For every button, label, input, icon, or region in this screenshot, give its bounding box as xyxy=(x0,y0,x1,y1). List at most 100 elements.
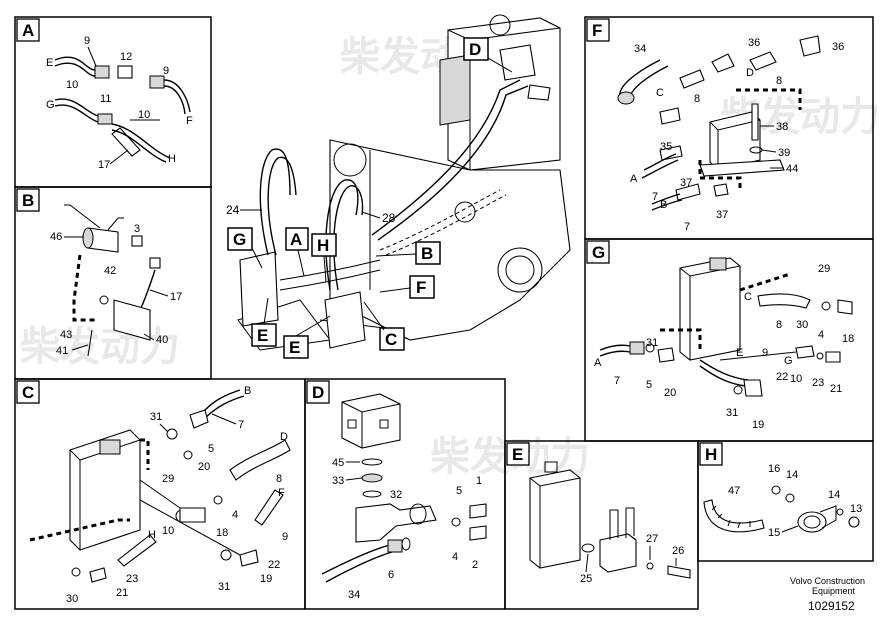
callout-label: 19 xyxy=(260,573,272,585)
document-number: 1029152 xyxy=(808,599,855,613)
callout-label: 34 xyxy=(348,589,360,601)
callout-label: 19 xyxy=(752,419,764,431)
callout-label: 9 xyxy=(762,347,768,359)
callout-label: D xyxy=(469,40,481,59)
callout-label: 4 xyxy=(818,329,824,341)
callout-label: 14 xyxy=(786,469,798,481)
callout-label: H xyxy=(168,153,176,165)
panel-g: G 29 8 30 4 18 31 7 5 20 9 22 10 xyxy=(584,238,874,442)
callout-label: 21 xyxy=(116,587,128,599)
callout-label: 41 xyxy=(56,345,68,357)
panel-g-label: G xyxy=(592,243,605,262)
callout-label: 8 xyxy=(694,93,700,105)
panel-d-label: D xyxy=(312,383,324,402)
callout-label: 29 xyxy=(162,473,174,485)
main-view-labels: D G A H B F E xyxy=(227,37,513,359)
callout-label: A xyxy=(594,357,602,369)
callout-label: D xyxy=(280,431,288,443)
callout-label: G xyxy=(233,230,246,249)
callout-label: 47 xyxy=(728,485,740,497)
panel-b: B 46 3 42 17 40 43 41 xyxy=(14,186,212,380)
callout-label: 31 xyxy=(646,337,658,349)
callout-label: 37 xyxy=(716,209,728,221)
callout-label: 44 xyxy=(786,163,798,175)
footer-brand-1: Volvo Construction xyxy=(790,576,865,586)
callout-label: 33 xyxy=(332,475,344,487)
view-label-d: D xyxy=(463,37,513,73)
callout-label: 20 xyxy=(664,387,676,399)
panel-a-label: A xyxy=(22,21,34,40)
callout-label: G xyxy=(46,99,55,111)
callout-label: 12 xyxy=(120,51,132,63)
callout-label: C xyxy=(656,87,664,99)
panel-a: A 9 12 9 10 11 10 17 E G F H xyxy=(14,16,212,188)
callout-label: 柴发动力 xyxy=(20,325,180,369)
callout-label: 42 xyxy=(104,265,116,277)
callout-label: B xyxy=(421,244,433,263)
callout-label: F xyxy=(186,115,193,127)
panel-c: C 31 7 5 20 29 8 4 18 9 xyxy=(14,378,306,610)
callout-label: 8 xyxy=(776,319,782,331)
view-label-e-2: E xyxy=(283,315,331,359)
panel-d: D 45 33 32 5 1 4 2 6 34 xyxy=(304,378,506,610)
callout-label: 7 xyxy=(652,191,658,203)
view-label-b: B xyxy=(375,241,441,265)
callout-label: 6 xyxy=(388,569,394,581)
callout-label: 18 xyxy=(842,333,854,345)
callout-label: 32 xyxy=(390,489,402,501)
callout-label: D xyxy=(746,67,754,79)
callout-label: 30 xyxy=(66,593,78,605)
callout-label: 35 xyxy=(660,141,672,153)
callout-label: 8 xyxy=(276,473,282,485)
callout-label: 9 xyxy=(163,65,169,77)
callout-label: 7 xyxy=(238,419,244,431)
callout-label: 4 xyxy=(452,551,458,563)
callout-label: 31 xyxy=(726,407,738,419)
callout-label: 18 xyxy=(216,527,228,539)
callout-label: 22 xyxy=(268,559,280,571)
callout-label: 23 xyxy=(126,573,138,585)
callout-label: 7 xyxy=(684,221,690,233)
callout-label: 26 xyxy=(672,545,684,557)
callout-label: 23 xyxy=(812,377,824,389)
callout-label: 17 xyxy=(98,159,110,171)
callout-24: 24 xyxy=(226,203,240,217)
callout-label: 29 xyxy=(818,263,830,275)
view-label-h: H xyxy=(311,233,337,283)
callout-label: 3 xyxy=(134,223,140,235)
panel-b-label: B xyxy=(22,191,34,210)
callout-label: 34 xyxy=(634,43,646,55)
panel-c-label: C xyxy=(22,383,34,402)
callout-label: 10 xyxy=(66,79,78,91)
panel-f: F 34 36 36 8 8 35 38 39 37 37 xyxy=(584,16,874,240)
callout-label: A xyxy=(290,230,302,249)
callout-28: 28 xyxy=(382,211,396,225)
callout-label: 5 xyxy=(646,379,652,391)
panel-h-label: H xyxy=(705,445,717,464)
callout-label: 25 xyxy=(580,573,592,585)
footer: Volvo Construction Equipment 1029152 xyxy=(790,576,865,613)
callout-label: E xyxy=(736,347,743,359)
callout-label: 30 xyxy=(796,319,808,331)
callout-label: 9 xyxy=(282,531,288,543)
callout-label: 31 xyxy=(218,581,230,593)
callout-label: 36 xyxy=(832,41,844,53)
view-label-f: F xyxy=(379,275,435,299)
footer-brand-2: Equipment xyxy=(812,586,856,596)
callout-label: 45 xyxy=(332,457,344,469)
callout-label: E xyxy=(289,338,300,357)
callout-label: 10 xyxy=(138,109,150,121)
callout-label: 14 xyxy=(828,489,840,501)
callout-label: 13 xyxy=(850,503,862,515)
callout-label: 27 xyxy=(646,533,658,545)
callout-label: 9 xyxy=(84,35,90,47)
callout-label: 31 xyxy=(150,411,162,423)
callout-label: 36 xyxy=(748,37,760,49)
callout-label: 10 xyxy=(162,525,174,537)
callout-label: 40 xyxy=(156,334,168,346)
view-label-c: C xyxy=(363,301,405,351)
callout-label: 39 xyxy=(778,147,790,159)
callout-label: 20 xyxy=(198,461,210,473)
view-label-g: G xyxy=(227,227,263,269)
